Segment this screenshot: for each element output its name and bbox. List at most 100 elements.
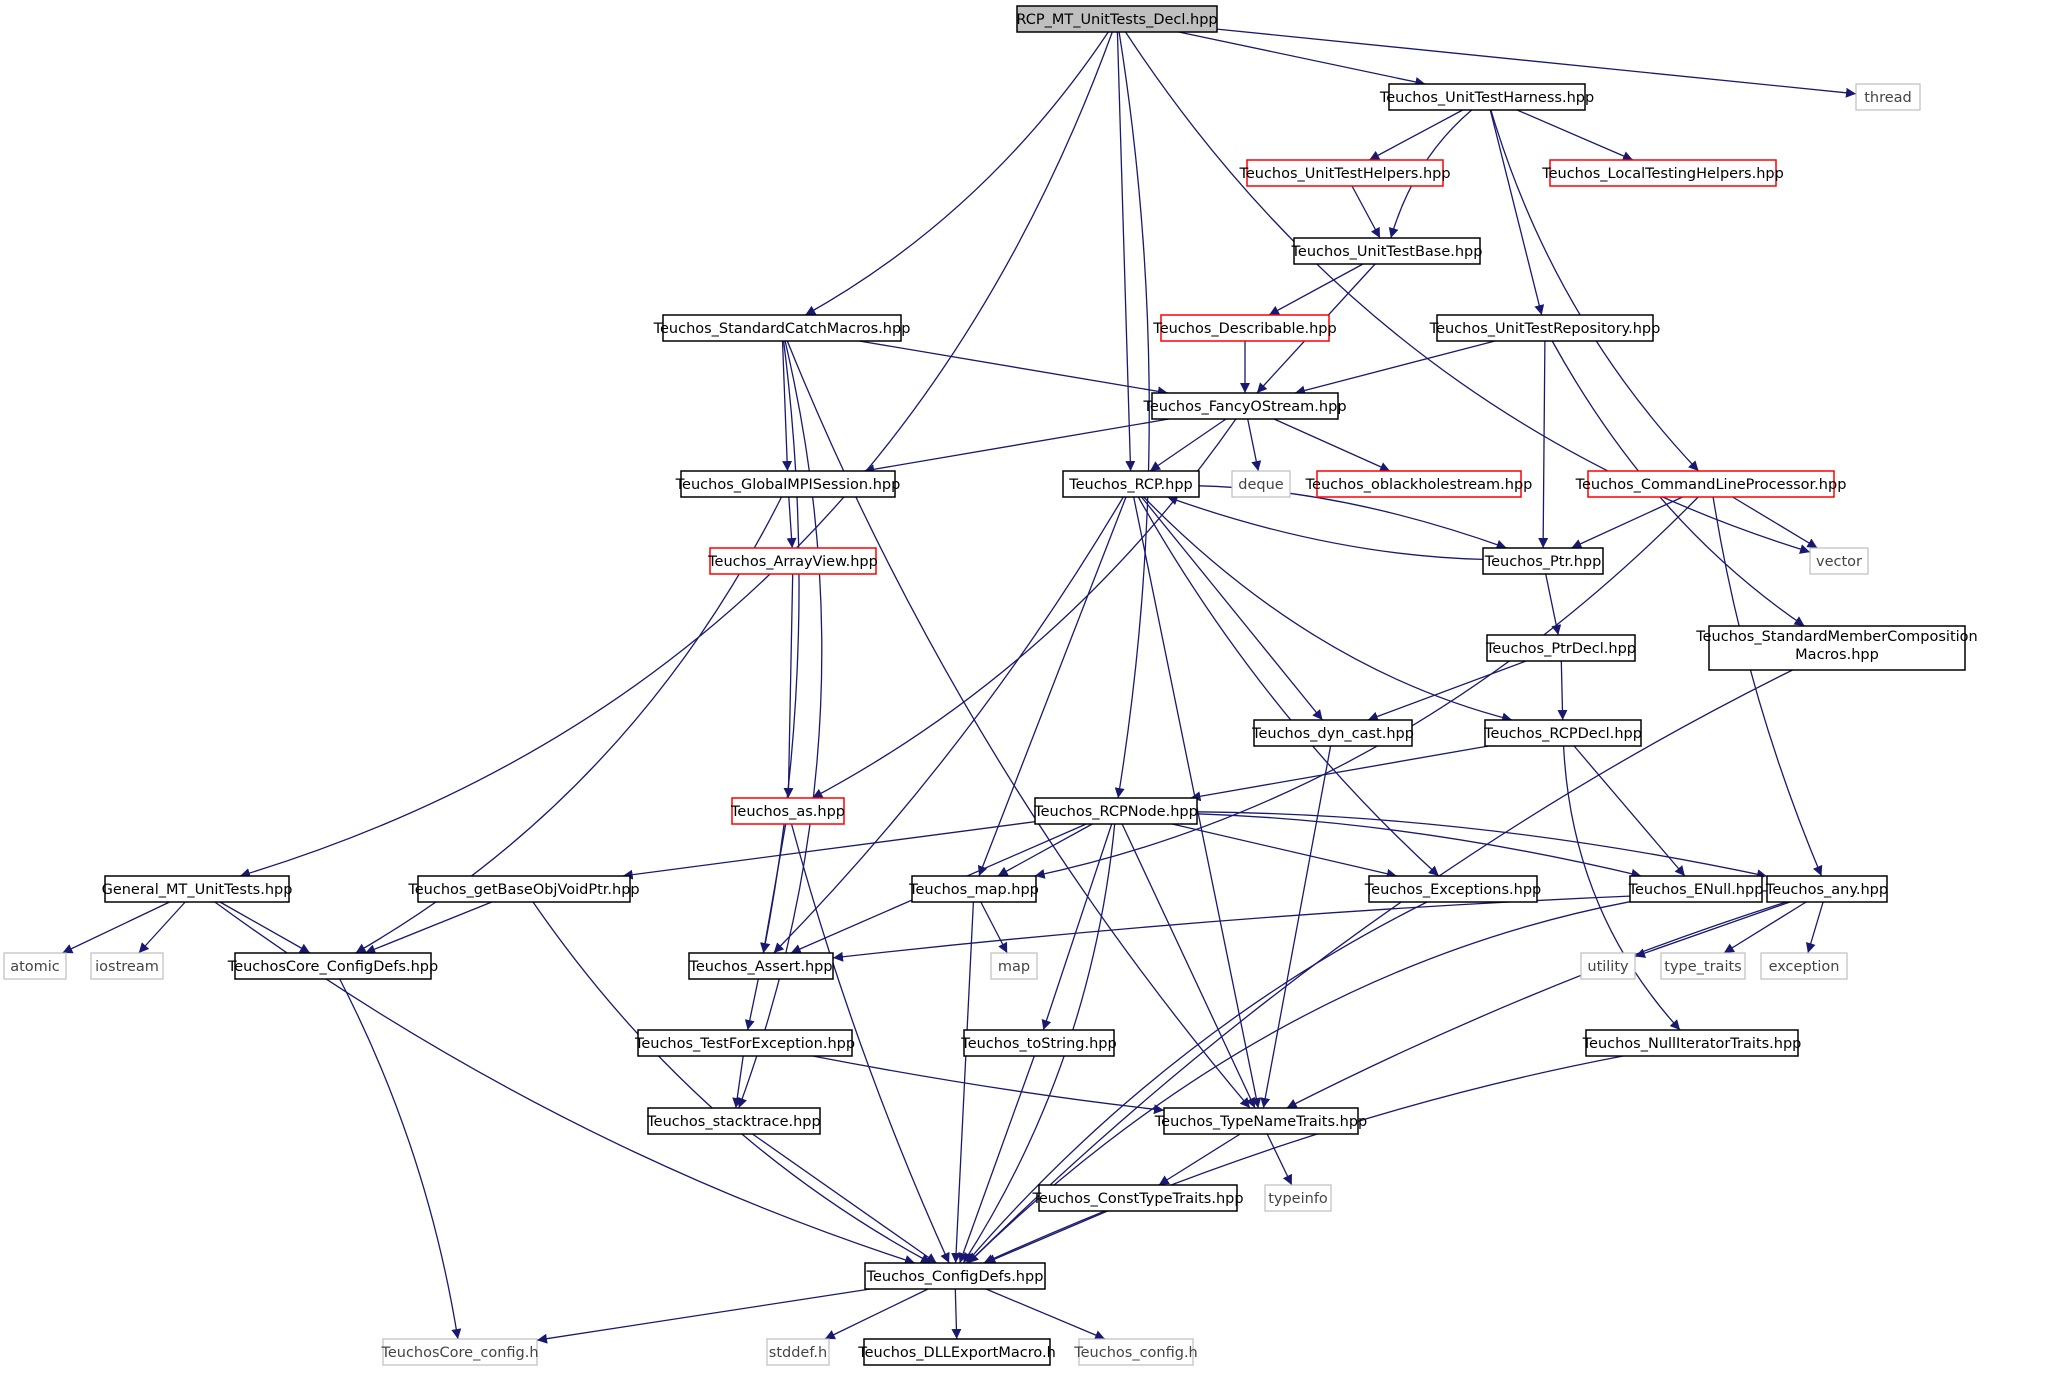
edge-cmdline-to-any	[1712, 496, 1823, 877]
node-deque[interactable]: deque	[1231, 470, 1291, 498]
node-coreconfigdefs[interactable]: TeuchosCore_ConfigDefs.hpp	[227, 952, 438, 980]
node-getbase[interactable]: Teuchos_getBaseObjVoidPtr.hpp	[407, 875, 640, 903]
edge-rcp-to-dyncast	[1140, 496, 1324, 721]
edge-any-to-typename	[1286, 901, 1787, 1109]
node-box-iostream	[90, 952, 164, 980]
node-maphpp[interactable]: Teuchos_map.hpp	[908, 875, 1039, 903]
node-stdmember[interactable]: Teuchos_StandardMemberCompositionMacros.…	[1695, 625, 1978, 671]
node-testforexc[interactable]: Teuchos_TestForException.hpp	[634, 1029, 855, 1057]
node-label-testforexc: Teuchos_TestForException.hpp	[634, 1036, 855, 1052]
node-box-as	[731, 797, 845, 825]
node-general[interactable]: General_MT_UnitTests.hpp	[102, 875, 293, 903]
edge-assert-to-testforexc	[744, 978, 759, 1031]
edge-ptr-to-rcp	[1167, 495, 1484, 561]
node-configdefs[interactable]: Teuchos_ConfigDefs.hpp	[864, 1262, 1046, 1290]
edge-ptrdecl-to-rcpdecl	[1557, 660, 1568, 721]
node-box-root	[1016, 5, 1218, 33]
node-assert[interactable]: Teuchos_Assert.hpp	[688, 952, 834, 980]
node-oblack[interactable]: Teuchos_oblackholestream.hpp	[1305, 470, 1533, 498]
node-label-localtest: Teuchos_LocalTestingHelpers.hpp	[1541, 166, 1784, 182]
node-localtest[interactable]: Teuchos_LocalTestingHelpers.hpp	[1541, 159, 1784, 187]
edge-as-to-assert	[760, 823, 787, 954]
node-vector[interactable]: vector	[1809, 547, 1869, 575]
node-box-testbase	[1293, 237, 1481, 265]
node-box-exceptions	[1368, 875, 1538, 903]
node-tconfig[interactable]: Teuchos_config.h	[1073, 1338, 1198, 1366]
node-enull[interactable]: Teuchos_ENull.hpp	[1628, 875, 1764, 903]
node-helpers[interactable]: Teuchos_UnitTestHelpers.hpp	[1238, 159, 1451, 187]
node-testrepo[interactable]: Teuchos_UnitTestRepository.hpp	[1429, 314, 1661, 342]
edge-stdcatch-to-stacktrace	[737, 340, 823, 1109]
node-label-mpisession: Teuchos_GlobalMPISession.hpp	[675, 477, 901, 493]
node-dyncast[interactable]: Teuchos_dyn_cast.hpp	[1251, 719, 1414, 747]
edge-general-to-coreconfigdefs	[219, 901, 311, 954]
edge-any-to-typetraits	[1723, 901, 1807, 954]
node-ptr[interactable]: Teuchos_Ptr.hpp	[1482, 547, 1604, 575]
node-box-vector	[1809, 547, 1869, 575]
node-stacktrace[interactable]: Teuchos_stacktrace.hpp	[646, 1107, 821, 1135]
node-consttype[interactable]: Teuchos_ConstTypeTraits.hpp	[1031, 1184, 1244, 1212]
node-rcp[interactable]: Teuchos_RCP.hpp	[1062, 470, 1200, 498]
node-box-exception	[1760, 952, 1848, 980]
node-label-vector: vector	[1816, 554, 1862, 570]
node-typename[interactable]: Teuchos_TypeNameTraits.hpp	[1154, 1107, 1367, 1135]
node-exceptions[interactable]: Teuchos_Exceptions.hpp	[1364, 875, 1541, 903]
node-box-utility	[1580, 952, 1636, 980]
node-box-assert	[688, 952, 834, 980]
node-box-coreconfig	[382, 1338, 538, 1366]
node-box-dllexport	[863, 1338, 1051, 1366]
node-box-atomic	[3, 952, 67, 980]
node-testbase[interactable]: Teuchos_UnitTestBase.hpp	[1291, 237, 1483, 265]
node-label-utility: utility	[1587, 959, 1629, 975]
node-utility[interactable]: utility	[1580, 952, 1636, 980]
edge-ptr-to-ptrdecl	[1545, 573, 1562, 636]
node-label-as: Teuchos_as.hpp	[730, 804, 845, 820]
node-tostring[interactable]: Teuchos_toString.hpp	[960, 1029, 1117, 1057]
node-coreconfig[interactable]: TeuchosCore_config.h	[380, 1338, 539, 1366]
node-ptrdecl[interactable]: Teuchos_PtrDecl.hpp	[1485, 634, 1636, 662]
node-exception[interactable]: exception	[1760, 952, 1848, 980]
node-typetraits[interactable]: type_traits	[1660, 952, 1746, 980]
node-fancy[interactable]: Teuchos_FancyOStream.hpp	[1142, 392, 1347, 420]
node-label-map: map	[998, 959, 1030, 975]
edge-stdmember-to-configdefs	[967, 669, 1793, 1264]
node-label-harness: Teuchos_UnitTestHarness.hpp	[1379, 90, 1594, 106]
node-label-rcpdecl: Teuchos_RCPDecl.hpp	[1483, 726, 1642, 742]
node-as[interactable]: Teuchos_as.hpp	[730, 797, 845, 825]
node-root[interactable]: RCP_MT_UnitTests_Decl.hpp	[1016, 5, 1218, 33]
node-box-oblack	[1316, 470, 1522, 498]
node-box-ptrdecl	[1486, 634, 1636, 662]
edge-stacktrace-to-configdefs	[752, 1133, 937, 1264]
node-cmdline[interactable]: Teuchos_CommandLineProcessor.hpp	[1575, 470, 1847, 498]
node-stddef[interactable]: stddef.h	[766, 1338, 830, 1366]
node-box-describable	[1160, 314, 1330, 342]
edge-stdcatch-to-mpisession	[781, 340, 793, 472]
node-rcpnode[interactable]: Teuchos_RCPNode.hpp	[1033, 797, 1198, 825]
node-arrayview[interactable]: Teuchos_ArrayView.hpp	[707, 547, 878, 575]
node-box-coreconfigdefs	[234, 952, 432, 980]
node-describable[interactable]: Teuchos_Describable.hpp	[1152, 314, 1337, 342]
edge-harness-to-cmdline	[1490, 109, 1700, 472]
node-label-testrepo: Teuchos_UnitTestRepository.hpp	[1429, 321, 1661, 337]
node-stdcatch[interactable]: Teuchos_StandardCatchMacros.hpp	[653, 314, 911, 342]
node-box-any	[1766, 875, 1888, 903]
node-any[interactable]: Teuchos_any.hpp	[1765, 875, 1888, 903]
node-dllexport[interactable]: Teuchos_DLLExportMacro.h	[857, 1338, 1056, 1366]
node-thread[interactable]: thread	[1855, 83, 1921, 111]
node-map[interactable]: map	[990, 952, 1038, 980]
node-box-typename	[1163, 1107, 1359, 1135]
node-harness[interactable]: Teuchos_UnitTestHarness.hpp	[1379, 83, 1594, 111]
edge-testbase-to-describable	[1268, 263, 1364, 316]
node-nulliter[interactable]: Teuchos_NullIteratorTraits.hpp	[1582, 1029, 1802, 1057]
node-box-stddef	[766, 1338, 830, 1366]
node-label-describable: Teuchos_Describable.hpp	[1152, 321, 1336, 337]
node-atomic[interactable]: atomic	[3, 952, 67, 980]
node-label-getbase: Teuchos_getBaseObjVoidPtr.hpp	[407, 882, 639, 898]
node-typeinfo[interactable]: typeinfo	[1264, 1184, 1332, 1212]
node-iostream[interactable]: iostream	[90, 952, 164, 980]
node-mpisession[interactable]: Teuchos_GlobalMPISession.hpp	[675, 470, 901, 498]
node-label-configdefs: Teuchos_ConfigDefs.hpp	[866, 1269, 1044, 1285]
edge-stdcatch-to-assert	[760, 340, 800, 954]
edge-rcpnode-to-tostring	[1041, 823, 1113, 1031]
node-rcpdecl[interactable]: Teuchos_RCPDecl.hpp	[1483, 719, 1642, 747]
